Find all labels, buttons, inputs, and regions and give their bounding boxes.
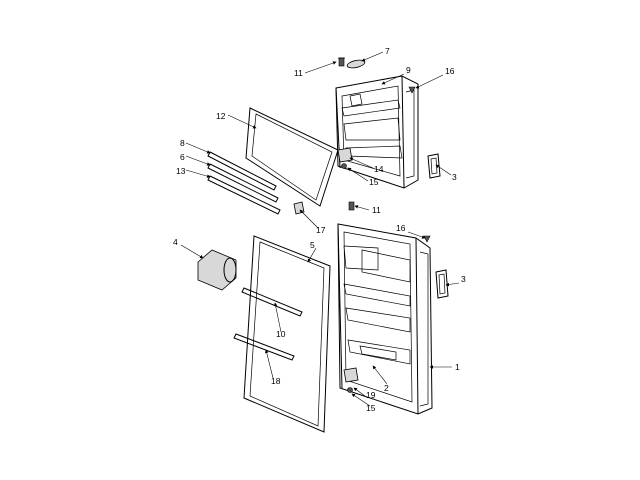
callout-4: 4 (173, 237, 178, 247)
callout-11: 11 (372, 205, 381, 215)
hinge-cap (346, 59, 366, 69)
callout-13: 13 (176, 166, 186, 176)
callout-8: 8 (180, 138, 185, 148)
freezer-gasket (245, 107, 339, 207)
callout-11: 11 (294, 68, 303, 78)
callout-3: 3 (452, 172, 457, 182)
callout-12: 12 (216, 111, 226, 121)
callout-3: 3 (461, 274, 466, 284)
callout-16: 16 (445, 66, 455, 76)
callout-7: 7 (385, 46, 390, 56)
bottom-hinge (343, 367, 359, 393)
hinge-screw-lower (348, 201, 355, 211)
callout-6: 6 (180, 152, 185, 162)
callout-17: 17 (316, 225, 326, 235)
hinge-screw-upper (338, 57, 345, 67)
callout-9: 9 (406, 65, 411, 75)
dairy-bin (197, 249, 237, 291)
callout-labels: 11 7 9 16 12 8 6 13 14 15 3 11 17 16 5 4… (173, 46, 466, 413)
callout-15: 15 (369, 177, 379, 187)
door-stop-pin-upper (408, 86, 416, 94)
callout-1: 1 (455, 362, 460, 372)
leader-lines (180, 51, 460, 407)
fresh-food-door (337, 223, 433, 415)
freezer-door-handle (427, 153, 441, 179)
callout-18: 18 (271, 376, 281, 386)
callout-14: 14 (374, 164, 384, 174)
fresh-food-door-handle (435, 269, 449, 299)
callout-15: 15 (366, 403, 376, 413)
callout-10: 10 (276, 329, 286, 339)
callout-19: 19 (366, 390, 376, 400)
fresh-food-gasket (243, 235, 331, 433)
lower-breaker-strips (233, 287, 303, 361)
door-stop-pin-lower (423, 235, 431, 243)
callout-5: 5 (310, 240, 315, 250)
callout-2: 2 (384, 383, 389, 393)
breaker-strips (207, 151, 281, 215)
freezer-door (335, 75, 419, 189)
callout-16: 16 (396, 223, 406, 233)
